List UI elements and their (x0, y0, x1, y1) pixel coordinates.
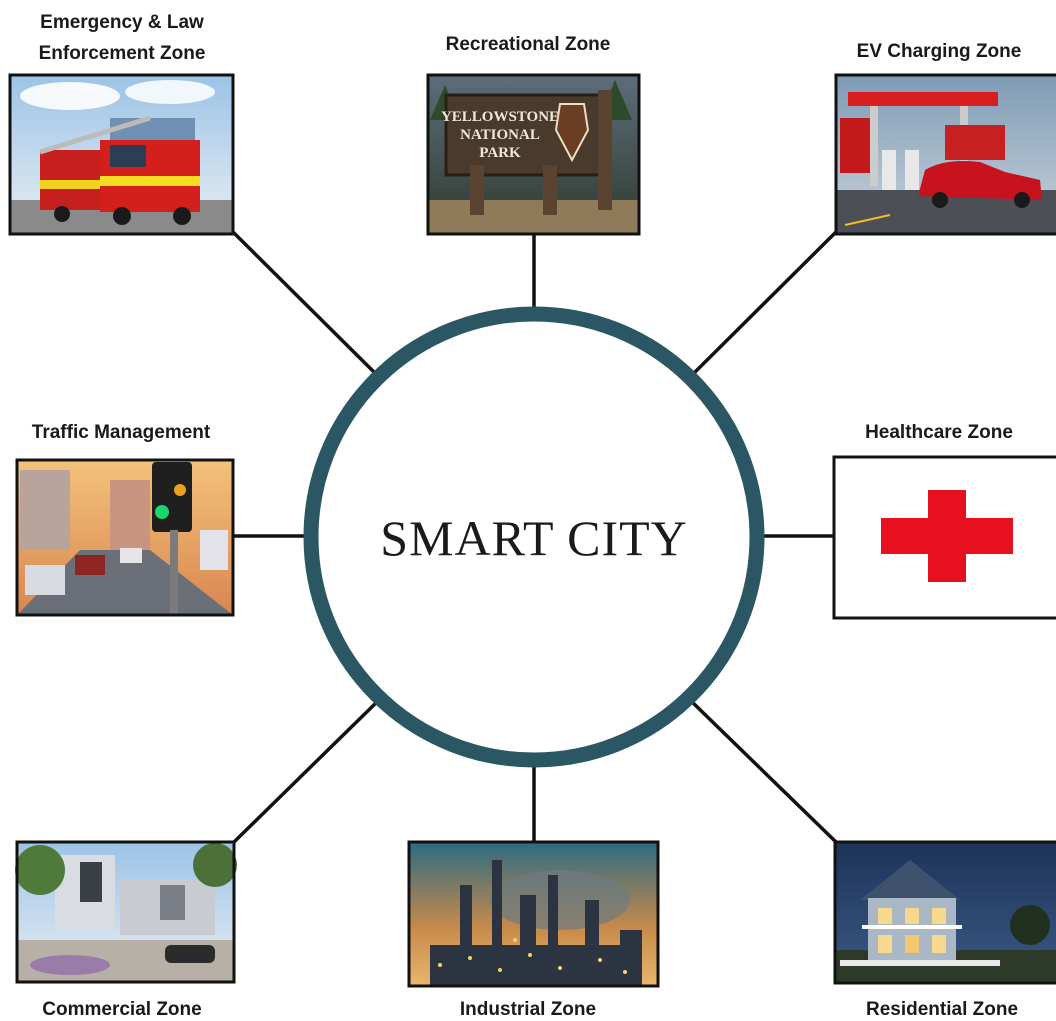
svg-text:Residential Zone: Residential Zone (866, 999, 1018, 1020)
healthcare-card (832, 455, 1056, 620)
svg-text:Commercial Zone: Commercial Zone (42, 999, 201, 1020)
zone-emergency: Emergency & Law Enforcement Zone (8, 12, 235, 236)
svg-text:Recreational Zone: Recreational Zone (446, 34, 611, 55)
svg-text:Industrial Zone: Industrial Zone (460, 999, 596, 1020)
zone-emergency-label-line1: Emergency & Law (40, 12, 204, 33)
sign-line-3: PARK (479, 145, 521, 161)
sign-line-2: NATIONAL (460, 127, 540, 143)
center-hub: SMART CITY (303, 306, 765, 768)
zone-industrial-label: Industrial Zone (460, 999, 596, 1020)
zone-recreational: Recreational Zone YELLOWSTONE NATIONAL P… (426, 34, 641, 236)
svg-text:Healthcare Zone: Healthcare Zone (865, 422, 1013, 443)
zone-traffic-label: Traffic Management (32, 422, 211, 443)
arrowhead-emblem-icon (554, 103, 590, 163)
zone-recreational-label: Recreational Zone (446, 34, 611, 55)
house-photo (833, 840, 1056, 985)
svg-text:Traffic Management: Traffic Management (32, 422, 211, 443)
connector-commercial (232, 697, 382, 844)
smart-city-ring (303, 306, 765, 768)
fire-truck-photo (8, 73, 235, 236)
shopping-center-photo (15, 840, 237, 984)
refinery-photo (407, 840, 660, 988)
connector-emergency (231, 230, 382, 380)
ev-charging-station-photo (834, 73, 1056, 236)
traffic-light-photo (15, 458, 235, 617)
connector-ev (687, 230, 838, 380)
connector-residential (687, 697, 838, 844)
zone-residential: Residential Zone (833, 840, 1056, 1020)
sign-line-1: YELLOWSTONE (441, 109, 559, 125)
zone-commercial: Commercial Zone (15, 840, 237, 1020)
zone-ev: EV Charging Zone (834, 41, 1056, 236)
zone-industrial: Industrial Zone (407, 840, 660, 1020)
svg-text:EV Charging Zone: EV Charging Zone (857, 41, 1022, 62)
red-cross-icon (881, 490, 1013, 582)
zone-traffic: Traffic Management (15, 422, 235, 617)
zone-emergency-label-line2: Enforcement Zone (39, 43, 206, 64)
connector-lines (231, 230, 838, 844)
zone-healthcare: Healthcare Zone (832, 422, 1056, 620)
svg-text:Emergency & Law: Emergency & Law (40, 12, 204, 33)
national-park-sign-photo: YELLOWSTONE NATIONAL PARK (426, 73, 641, 236)
svg-text:Enforcement Zone: Enforcement Zone (39, 43, 206, 64)
zone-commercial-label: Commercial Zone (42, 999, 201, 1020)
smart-city-label: SMART CITY (380, 510, 688, 566)
zone-residential-label: Residential Zone (866, 999, 1018, 1020)
zone-healthcare-label: Healthcare Zone (865, 422, 1013, 443)
zone-ev-label: EV Charging Zone (857, 41, 1022, 62)
